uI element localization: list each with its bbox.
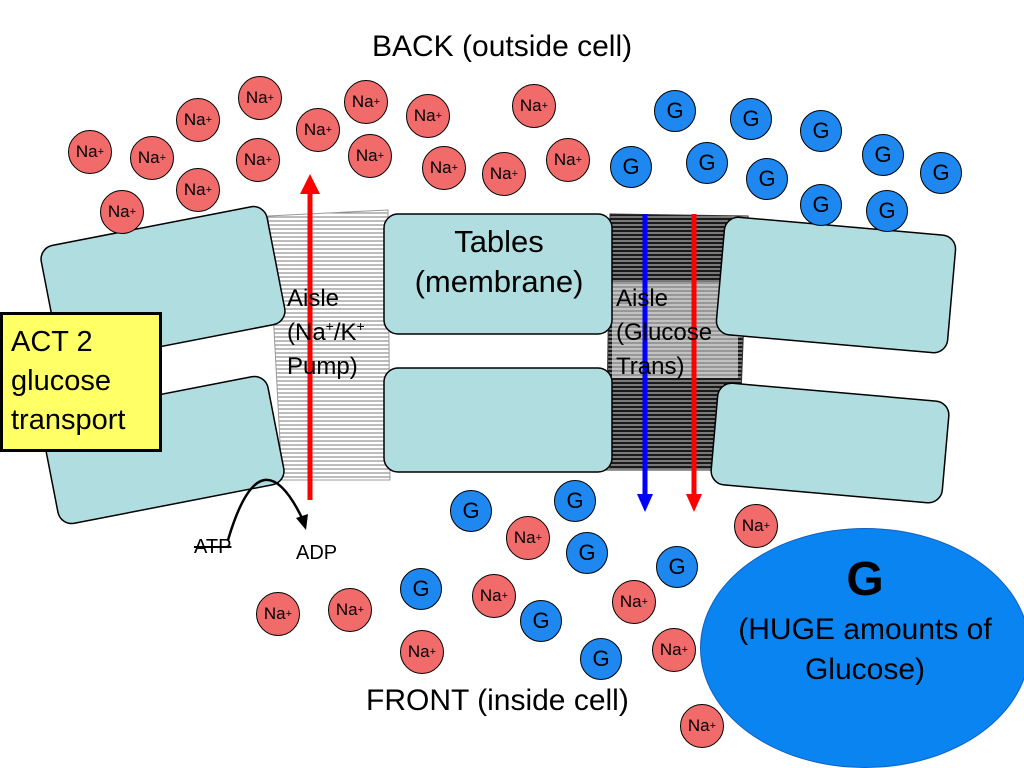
sodium-ion: Na+ xyxy=(422,146,466,190)
sodium-ion: Na+ xyxy=(256,592,300,636)
glucose-molecule: G xyxy=(920,152,962,194)
glucose-molecule: G xyxy=(654,90,696,132)
sodium-ion: Na+ xyxy=(734,504,778,548)
sodium-ion: Na+ xyxy=(100,190,144,234)
glucose-molecule: G xyxy=(580,638,622,680)
glucose-molecule: G xyxy=(686,142,728,184)
sodium-ion: Na+ xyxy=(344,80,388,124)
sodium-ion: Na+ xyxy=(348,134,392,178)
atp-adp-arrow xyxy=(226,478,304,541)
glucose-molecule: G xyxy=(610,146,652,188)
atp-label: ATP xyxy=(194,536,232,558)
act-2-box: ACT 2 glucose transport xyxy=(0,312,162,452)
sodium-ion: Na+ xyxy=(68,130,112,174)
sodium-ion: Na+ xyxy=(130,136,174,180)
tables-label-line1: Tables xyxy=(454,224,544,259)
glucose-molecule: G xyxy=(400,568,442,610)
huge-glucose-circle xyxy=(700,528,1024,768)
glucose-molecule: G xyxy=(730,98,772,140)
glucose-molecule: G xyxy=(866,190,908,232)
sodium-ion: Na+ xyxy=(238,76,282,120)
huge-glucose-letter: G xyxy=(846,553,884,606)
outside-cell-title: BACK (outside cell) xyxy=(372,30,633,63)
sodium-ion: Na+ xyxy=(400,630,444,674)
huge-glucose-line2: Glucose) xyxy=(804,653,926,686)
aisle-right-line2: (Glucose xyxy=(616,319,713,346)
tables-membrane-label: Tables (membrane) xyxy=(386,222,612,302)
glucose-molecule: G xyxy=(656,546,698,588)
aisle-right-line3: Trans) xyxy=(616,353,685,380)
aisle-left-line3: Pump) xyxy=(287,353,358,380)
sodium-ion: Na+ xyxy=(472,574,516,618)
sodium-ion: Na+ xyxy=(176,98,220,142)
sodium-ion: Na+ xyxy=(482,152,526,196)
glucose-molecule: G xyxy=(800,184,842,226)
act-box-line1: ACT 2 xyxy=(11,326,93,358)
sodium-ion: Na+ xyxy=(328,588,372,632)
aisle-glucose-trans-label: Aisle (Glucose Trans) xyxy=(616,282,712,384)
inside-cell-title: FRONT (inside cell) xyxy=(366,684,629,717)
sodium-ion: Na+ xyxy=(506,516,550,560)
aisle-left-line1: Aisle xyxy=(287,285,340,312)
sodium-ion: Na+ xyxy=(546,138,590,182)
glucose-molecule: G xyxy=(746,158,788,200)
huge-glucose-text: (HUGE amounts of Glucose) xyxy=(700,610,1024,690)
act-box-line3: transport xyxy=(11,404,126,436)
sodium-ion: Na+ xyxy=(512,84,556,128)
aisle-left-line2: (Na+/K+ xyxy=(287,318,365,346)
glucose-molecule: G xyxy=(800,110,842,152)
glucose-molecule: G xyxy=(554,480,596,522)
sodium-ion: Na+ xyxy=(680,704,724,748)
aisle-right-line1: Aisle xyxy=(616,285,669,312)
glucose-molecule: G xyxy=(862,134,904,176)
sodium-ion: Na+ xyxy=(652,628,696,672)
glucose-molecule: G xyxy=(520,600,562,642)
tables-label-line2: (membrane) xyxy=(414,264,584,299)
sodium-ion: Na+ xyxy=(176,168,220,212)
sodium-ion: Na+ xyxy=(236,138,280,182)
adp-label: ADP xyxy=(296,542,338,564)
na-k-pump-channel xyxy=(267,209,391,481)
aisle-na-k-pump-label: Aisle (Na+/K+ Pump) xyxy=(287,282,365,384)
glucose-molecule: G xyxy=(450,490,492,532)
membrane-tables xyxy=(40,205,957,525)
sodium-ion: Na+ xyxy=(406,94,450,138)
glucose-molecule: G xyxy=(566,532,608,574)
act-box-line2: glucose xyxy=(11,365,111,397)
sodium-ion: Na+ xyxy=(612,580,656,624)
huge-glucose-line1: (HUGE amounts of xyxy=(738,613,992,646)
sodium-ion: Na+ xyxy=(296,108,340,152)
